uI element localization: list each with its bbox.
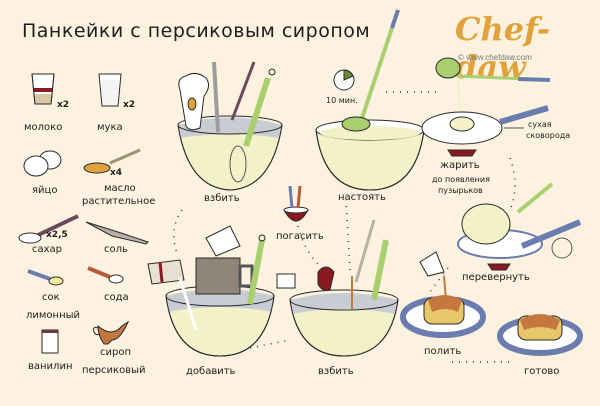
- ready-pancakes-icon: [497, 314, 583, 356]
- step-6-note-line2: пузырьков: [438, 186, 483, 195]
- brand-logo: Chef-daw: [455, 10, 550, 86]
- ingredient-lemon-line2: лимонный: [26, 310, 81, 321]
- step-3-label: погасить: [276, 231, 324, 242]
- pan-note-line1: сухая: [528, 120, 552, 129]
- ingredient-lemon-line1: сок: [42, 292, 60, 303]
- step-7-label: перевернуть: [462, 272, 530, 283]
- sugar-spoon-icon: [18, 214, 79, 244]
- ingredient-vanillin: ванилин: [28, 361, 73, 372]
- ingredient-milk: молоко: [24, 122, 63, 133]
- soda-spoon-icon: [87, 266, 124, 284]
- fry-pan-icon: [421, 57, 551, 157]
- ingredient-flour: мука: [97, 122, 123, 133]
- flow-arrows: [173, 91, 516, 363]
- flour-qty: x2: [123, 100, 136, 110]
- pan-note-line2: сковорода: [526, 131, 571, 140]
- syrup-gravy-boat-icon: [93, 320, 130, 345]
- timer-label: 10 мин.: [326, 96, 358, 105]
- ingredient-egg: яйцо: [32, 185, 58, 196]
- quench-soda-bowl-icon: [283, 185, 309, 222]
- brand-url: © www.chefdaw.com: [458, 53, 532, 62]
- oil-qty: x4: [110, 168, 123, 178]
- ingredient-salt: соль: [104, 244, 128, 255]
- step-5-label: настоять: [338, 192, 386, 203]
- step1-bowl-icon: [177, 61, 283, 191]
- milk-qty: x2: [57, 100, 70, 110]
- sugar-qty: x2,5: [46, 230, 68, 240]
- milk-glass-icon: [31, 73, 55, 105]
- step5-bowl-icon: [315, 9, 425, 191]
- salt-knife-icon: [85, 221, 149, 245]
- oil-spoon-icon: [83, 148, 141, 174]
- page-title: Панкейки с персиковым сиропом: [22, 20, 371, 42]
- add-milk-flour-bowl-icon: [147, 225, 275, 357]
- step-9-label: готово: [524, 366, 560, 377]
- ingredient-oil-line1: масло: [104, 183, 136, 194]
- ingredient-syrup-line1: сироп: [100, 347, 132, 358]
- step-1-label: взбить: [204, 193, 240, 204]
- eggs-icon: [23, 150, 62, 177]
- vanillin-packet-icon: [41, 329, 59, 354]
- lemon-juice-spoon-icon: [27, 269, 64, 286]
- step-4-label: взбить: [318, 366, 354, 377]
- ingredient-soda: сода: [104, 292, 129, 303]
- ingredient-oil-line2: растительное: [82, 196, 156, 207]
- ingredient-syrup-line2: персиковый: [82, 365, 146, 376]
- flip-pancake-icon: [457, 182, 582, 271]
- step-2-label: добавить: [186, 366, 236, 377]
- whisk-bowl-icon: [276, 219, 399, 357]
- flour-glass-icon: [98, 73, 122, 107]
- pour-syrup-icon: [400, 251, 486, 338]
- step-6-label: жарить: [440, 160, 480, 171]
- timer-icon: [333, 69, 355, 91]
- step-8-label: полить: [424, 346, 462, 357]
- step-6-note-line1: до появления: [432, 175, 490, 184]
- ingredient-sugar: сахар: [32, 244, 63, 255]
